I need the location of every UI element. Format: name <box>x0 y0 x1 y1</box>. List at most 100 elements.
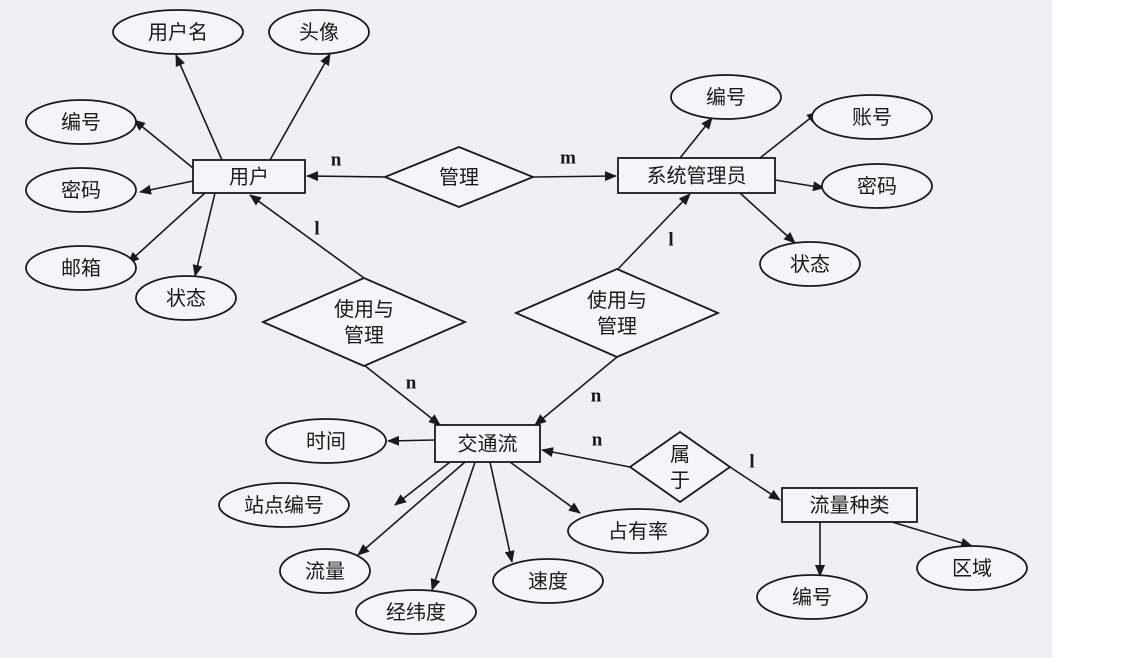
cardinality-use-admin-1: l <box>668 230 673 251</box>
connector-arrow <box>729 466 781 501</box>
attribute-user-avatar: 头像 <box>268 9 370 55</box>
attribute-label: 状态 <box>790 252 830 276</box>
attribute-label: 头像 <box>299 20 339 44</box>
connector-arrow <box>759 111 819 159</box>
relationship-manage: 管理 <box>382 146 536 208</box>
cardinality-use-admin-traffic: n <box>591 386 602 407</box>
attribute-ellipse <box>112 9 244 55</box>
connector-arrow <box>133 119 194 169</box>
attribute-ellipse <box>135 275 237 321</box>
attribute-ellipse <box>670 74 782 120</box>
relationship-diamond <box>513 268 721 358</box>
entity-traffic: 交通流 <box>434 424 541 463</box>
attribute-user-id: 编号 <box>25 99 137 145</box>
connector-arrow <box>127 192 206 264</box>
connector-arrow <box>430 461 476 591</box>
attribute-admin-account: 账号 <box>811 94 933 140</box>
attribute-label: 经纬度 <box>386 600 446 624</box>
connector-arrow <box>175 54 223 161</box>
attribute-label: 区域 <box>952 556 992 580</box>
attribute-label: 用户名 <box>148 20 208 44</box>
attribute-admin-id: 编号 <box>670 74 782 120</box>
connector-arrow <box>532 171 617 182</box>
attribute-label: 编号 <box>792 585 832 609</box>
attribute-ellipse <box>218 482 350 528</box>
connector-arrow <box>489 461 515 563</box>
attribute-label: 密码 <box>61 178 101 202</box>
attribute-traffic-speed: 速度 <box>492 558 604 604</box>
cardinality-belongs-traffic: n <box>592 430 603 451</box>
connector-arrow <box>249 194 365 279</box>
attribute-label: 编号 <box>61 110 101 134</box>
attribute-ellipse <box>25 167 137 213</box>
attribute-user-status: 状态 <box>135 275 237 321</box>
relationship-diamond <box>260 277 468 367</box>
attribute-traffic-time: 时间 <box>265 418 387 464</box>
attribute-ellipse <box>279 548 371 594</box>
attribute-traffic-station: 站点编号 <box>218 482 350 528</box>
entity-box <box>192 159 306 194</box>
connector-arrow <box>306 171 386 182</box>
attribute-ellipse <box>265 418 387 464</box>
cardinality-manage-user: n <box>331 150 342 171</box>
relationship-diamond <box>382 146 536 208</box>
cardinality-use-user-1: l <box>314 219 319 240</box>
cardinality-use-user-traffic: n <box>406 373 417 394</box>
relationship-use-manage-admin: 使用与管理 <box>513 268 721 358</box>
attribute-user-password: 密码 <box>25 167 137 213</box>
attribute-label: 速度 <box>528 569 568 593</box>
entity-box <box>781 487 918 523</box>
attribute-label: 状态 <box>166 286 206 310</box>
cardinality-belongs-flow-type: l <box>749 452 754 473</box>
cardinality-manage-admin: m <box>560 148 576 169</box>
entity-user: 用户 <box>192 159 306 194</box>
relationship-diamond <box>628 430 732 504</box>
connector-arrow <box>891 521 973 548</box>
attribute-traffic-latlng: 经纬度 <box>355 589 477 635</box>
relationship-label: 管理 <box>439 165 479 189</box>
attribute-label: 账号 <box>852 105 892 129</box>
connector-arrow <box>679 117 713 159</box>
connector-arrow <box>139 180 194 195</box>
connector-arrow <box>394 461 451 506</box>
attribute-ellipse <box>821 163 933 209</box>
attribute-label: 站点编号 <box>244 493 324 517</box>
connector-arrow <box>774 179 825 192</box>
attribute-user-name: 用户名 <box>112 9 244 55</box>
entity-box <box>434 424 541 463</box>
attribute-label: 编号 <box>706 85 746 109</box>
connector-arrow <box>739 192 796 244</box>
connector-arrow <box>541 447 631 468</box>
attribute-flow-type-region: 区域 <box>916 545 1028 591</box>
relationship-label: 属于 <box>670 442 690 492</box>
relationship-belongs: 属于 <box>628 430 732 504</box>
entity-flow-type: 流量种类 <box>781 487 918 523</box>
connector-arrow <box>616 193 691 271</box>
attribute-ellipse <box>25 99 137 145</box>
connector-arrow <box>269 53 331 161</box>
entity-label: 交通流 <box>458 432 518 456</box>
connector-arrow <box>534 356 618 426</box>
entity-label: 系统管理员 <box>647 164 747 188</box>
attribute-ellipse <box>916 545 1028 591</box>
attribute-traffic-flow: 流量 <box>279 548 371 594</box>
attribute-ellipse <box>811 94 933 140</box>
attribute-traffic-occupancy: 占有率 <box>567 508 709 554</box>
attribute-ellipse <box>268 9 370 55</box>
attribute-label: 时间 <box>306 429 346 453</box>
entity-label: 用户 <box>229 165 269 189</box>
attribute-admin-status: 状态 <box>759 241 861 287</box>
attribute-label: 占有率 <box>608 519 668 543</box>
attribute-ellipse <box>492 558 604 604</box>
relationship-label: 使用与管理 <box>334 297 394 347</box>
attribute-admin-password: 密码 <box>821 163 933 209</box>
attribute-flow-type-id: 编号 <box>756 574 868 620</box>
attribute-ellipse <box>759 241 861 287</box>
attribute-ellipse <box>756 574 868 620</box>
attribute-ellipse <box>25 245 137 291</box>
relationship-label: 使用与管理 <box>587 288 647 338</box>
attribute-user-email: 邮箱 <box>25 245 137 291</box>
attribute-label: 邮箱 <box>61 256 101 280</box>
